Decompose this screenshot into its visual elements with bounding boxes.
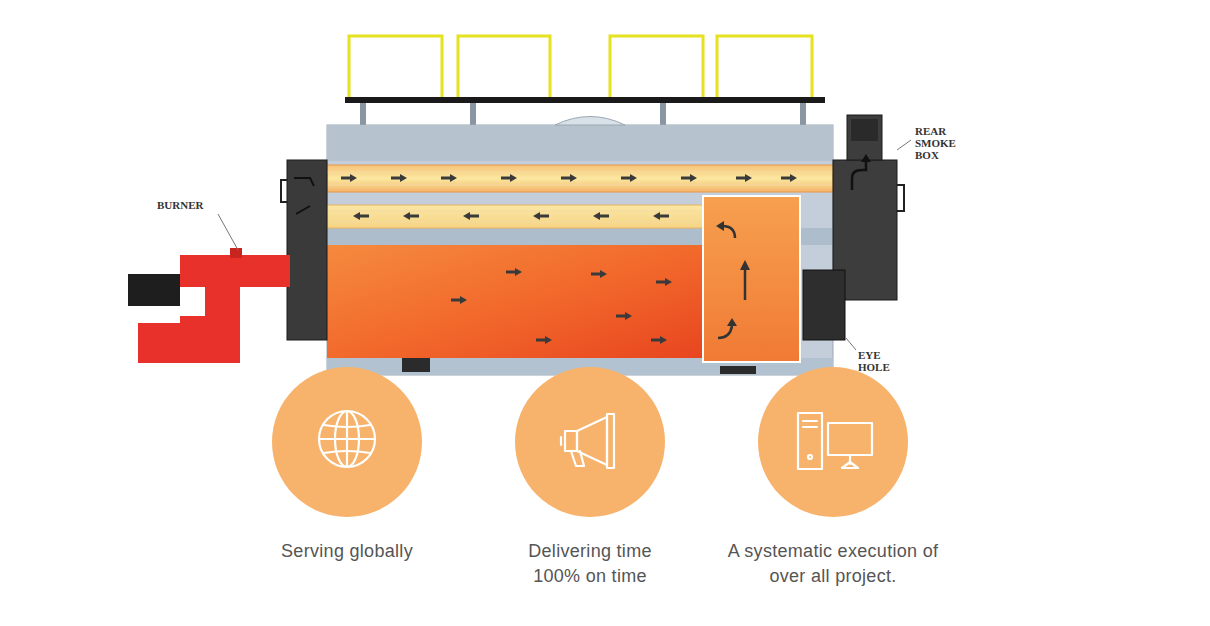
flow-arrow <box>403 212 419 220</box>
computer-icon <box>798 413 872 469</box>
flow-arrow <box>353 212 369 220</box>
circle-shape <box>758 367 908 517</box>
feature-caption: Serving globally <box>247 539 447 564</box>
front-smoke-box <box>287 160 327 340</box>
flow-arrow <box>501 174 517 182</box>
flow-arrow <box>781 174 797 182</box>
leader-line <box>218 140 911 350</box>
circle-fill <box>758 367 908 517</box>
foot <box>402 358 430 372</box>
eye-hole <box>803 270 845 340</box>
handle <box>897 185 904 211</box>
top-frame <box>349 36 812 100</box>
flow-arrows <box>341 174 797 344</box>
flow-arrow <box>621 174 637 182</box>
foot <box>720 366 756 374</box>
boiler-shell <box>327 125 833 375</box>
handle <box>281 180 287 202</box>
globe-icon <box>319 411 375 467</box>
burner-fan <box>138 323 180 363</box>
chimney <box>847 115 882 160</box>
smoke-arrow <box>852 160 866 190</box>
flow-arrow <box>506 268 522 276</box>
rail-posts <box>360 103 806 125</box>
circle-fill <box>272 367 422 517</box>
part-label: EYE HOLE <box>858 349 903 373</box>
manhole <box>555 117 625 126</box>
flow-arrow <box>451 296 467 304</box>
feature-caption: Delivering time 100% on time <box>508 539 673 589</box>
burner-body <box>180 255 290 287</box>
flow-arrow <box>651 336 667 344</box>
burner-fan <box>180 316 240 363</box>
front-turn <box>294 178 314 186</box>
shell-top <box>327 125 833 161</box>
circle-fill <box>515 367 665 517</box>
feature-circle: A systematic execution of over all proje… <box>717 367 950 589</box>
flow-arrow <box>593 212 609 220</box>
furnace <box>327 245 703 358</box>
feature-circle: Delivering time 100% on time <box>504 367 677 589</box>
flow-arrow <box>341 174 357 182</box>
third-pass-tubes <box>327 165 833 192</box>
flow-arrow <box>653 212 669 220</box>
flow-arrow <box>463 212 479 220</box>
burner-motor <box>128 274 180 306</box>
flow-arrow <box>441 174 457 182</box>
reversal-arrows <box>718 226 745 338</box>
front-turn <box>296 206 310 214</box>
feature-caption: A systematic execution of over all proje… <box>721 539 946 589</box>
flow-arrow <box>656 278 672 286</box>
flow-arrow <box>391 174 407 182</box>
flow-arrow <box>533 212 549 220</box>
second-pass-tubes <box>327 205 703 228</box>
circle-shape <box>515 367 665 517</box>
flow-arrow <box>536 336 552 344</box>
flow-arrow <box>591 270 607 278</box>
smoke-arrow-head <box>861 154 871 162</box>
feature-circle: Serving globally <box>243 367 451 564</box>
flow-arrow <box>616 312 632 320</box>
part-label: BURNER <box>157 199 227 211</box>
megaphone-icon <box>561 414 614 468</box>
reversal-chamber <box>703 196 800 362</box>
part-label: REAR SMOKE BOX <box>915 125 973 161</box>
flow-arrow <box>736 174 752 182</box>
burner-valve <box>230 248 242 258</box>
chimney-opening <box>851 119 878 141</box>
reversal-heads <box>716 221 750 326</box>
circle-shape <box>272 367 422 517</box>
flow-arrow <box>561 174 577 182</box>
flow-arrow <box>681 174 697 182</box>
top-rail <box>345 97 825 103</box>
